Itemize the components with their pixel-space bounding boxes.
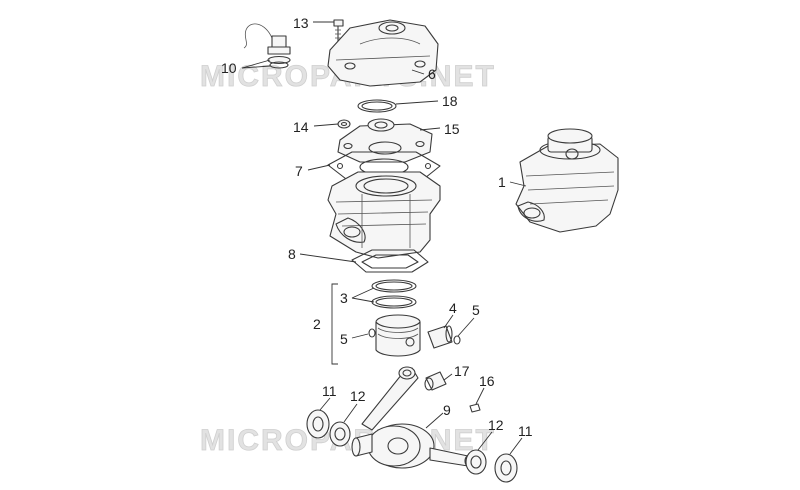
part-key-16 [469,403,481,413]
callout-15: 15 [444,121,460,137]
part-bearing-12b [465,449,487,475]
callout-2: 2 [313,316,321,332]
callout-4: 4 [449,300,457,316]
callout-3: 3 [340,290,348,306]
part-cylinder-1 [515,128,619,233]
callout-8: 8 [288,246,296,262]
leader-lines [241,21,527,455]
part-sensor-10 [243,23,291,69]
callout-11-right: 11 [518,423,533,439]
part-crankshaft-9 [351,366,472,469]
callout-11-left: 11 [322,383,337,399]
callout-13: 13 [293,15,309,31]
part-head-15 [337,118,433,163]
callout-18: 18 [442,93,458,109]
callout-1: 1 [498,174,506,190]
callout-7: 7 [295,163,303,179]
callout-16: 16 [479,373,495,389]
part-cylinder-left [327,171,441,259]
callout-6: 6 [428,66,436,82]
part-seal-11b [494,453,518,483]
callout-5-left: 5 [340,331,348,347]
callout-10: 10 [221,60,237,76]
part-oring-18 [357,99,397,113]
part-clip-5a [368,328,376,338]
part-pin-4 [427,325,453,349]
part-bearing-12a [329,421,351,447]
callout-17: 17 [454,363,470,379]
callout-12-right: 12 [488,417,504,433]
callout-14: 14 [293,119,309,135]
part-head-cover-6 [327,19,439,87]
callout-5-right: 5 [472,302,480,318]
callout-9: 9 [443,402,451,418]
part-nut-14 [337,119,351,129]
part-piston [375,314,421,357]
part-piston-rings-3 [371,279,417,309]
callout-12-left: 12 [350,388,366,404]
bracket-2 [331,283,338,365]
part-seal-11a [306,409,330,439]
part-base-gasket-8 [351,249,429,273]
part-clip-5b [453,335,461,345]
part-needle-bearing-17 [424,371,447,391]
part-bolt-13 [333,19,344,43]
